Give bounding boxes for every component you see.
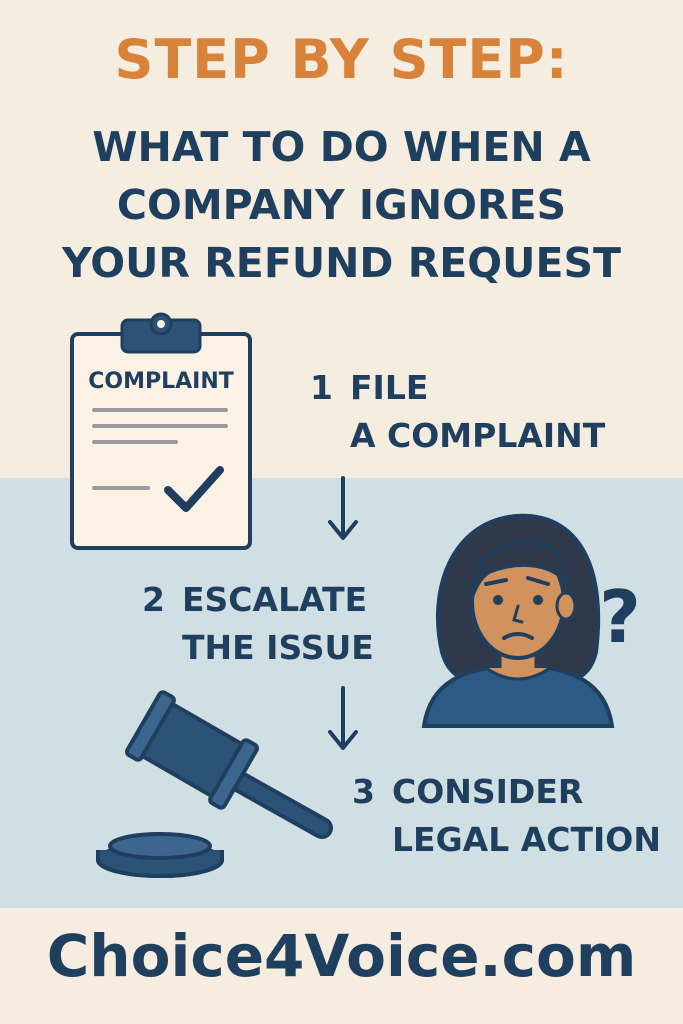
step-2-line-1: ESCALATE	[182, 580, 368, 619]
step-1-number: 1	[310, 368, 333, 407]
step-1-line-2: A COMPLAINT	[350, 416, 606, 455]
step-3-line-1: CONSIDER	[392, 772, 584, 811]
clipboard-check-icon: COMPLAINT	[70, 312, 252, 550]
step-1-line-1: FILE	[350, 368, 429, 407]
footer-background	[0, 908, 683, 1024]
step-3-text: CONSIDER LEGAL ACTION	[392, 768, 661, 864]
question-mark: ?	[599, 575, 641, 659]
down-arrow-icon	[328, 686, 358, 750]
gavel-icon	[96, 690, 333, 878]
clipboard-label: COMPLAINT	[88, 369, 234, 394]
subtitle-line-1: WHAT TO DO WHEN A	[92, 123, 591, 171]
step-2-line-2: THE ISSUE	[182, 628, 374, 667]
website-link[interactable]: Choice4Voice.com	[46, 922, 637, 990]
step-3-number: 3	[352, 772, 375, 811]
subtitle-line-3: YOUR REFUND REQUEST	[62, 239, 621, 287]
step-2-number: 2	[142, 580, 165, 619]
page-title: STEP BY STEP:	[114, 28, 569, 91]
down-arrow-icon	[328, 476, 358, 540]
step-1-text: FILE A COMPLAINT	[350, 364, 605, 460]
step-2-text: ESCALATE THE ISSUE	[182, 576, 374, 672]
page-subtitle: WHAT TO DO WHEN A COMPANY IGNORES YOUR R…	[40, 118, 643, 292]
subtitle-line-2: COMPANY IGNORES	[116, 181, 567, 229]
step-3-line-2: LEGAL ACTION	[392, 820, 661, 859]
confused-person-icon: ?	[421, 513, 641, 728]
